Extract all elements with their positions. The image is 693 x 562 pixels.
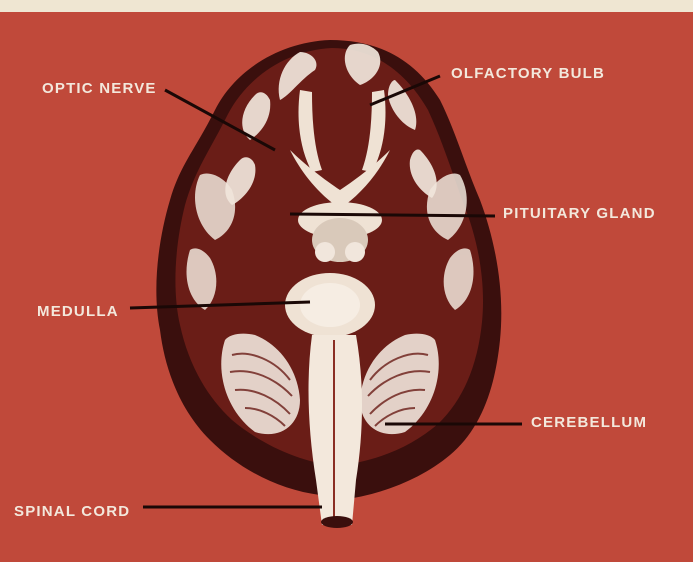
- paper-edge: [0, 0, 693, 12]
- pituitary-gland-label: PITUITARY GLAND: [503, 206, 656, 221]
- pituitary-gland-leader: [290, 214, 495, 216]
- olfactory-bulb-label: OLFACTORY BULB: [451, 66, 605, 81]
- brainstem: [285, 273, 375, 337]
- cerebellum-label: CEREBELLUM: [531, 415, 647, 430]
- spinal-cord-label: SPINAL CORD: [14, 504, 130, 519]
- optic-nerve-label: OPTIC NERVE: [42, 81, 157, 96]
- medulla-label: MEDULLA: [37, 304, 119, 319]
